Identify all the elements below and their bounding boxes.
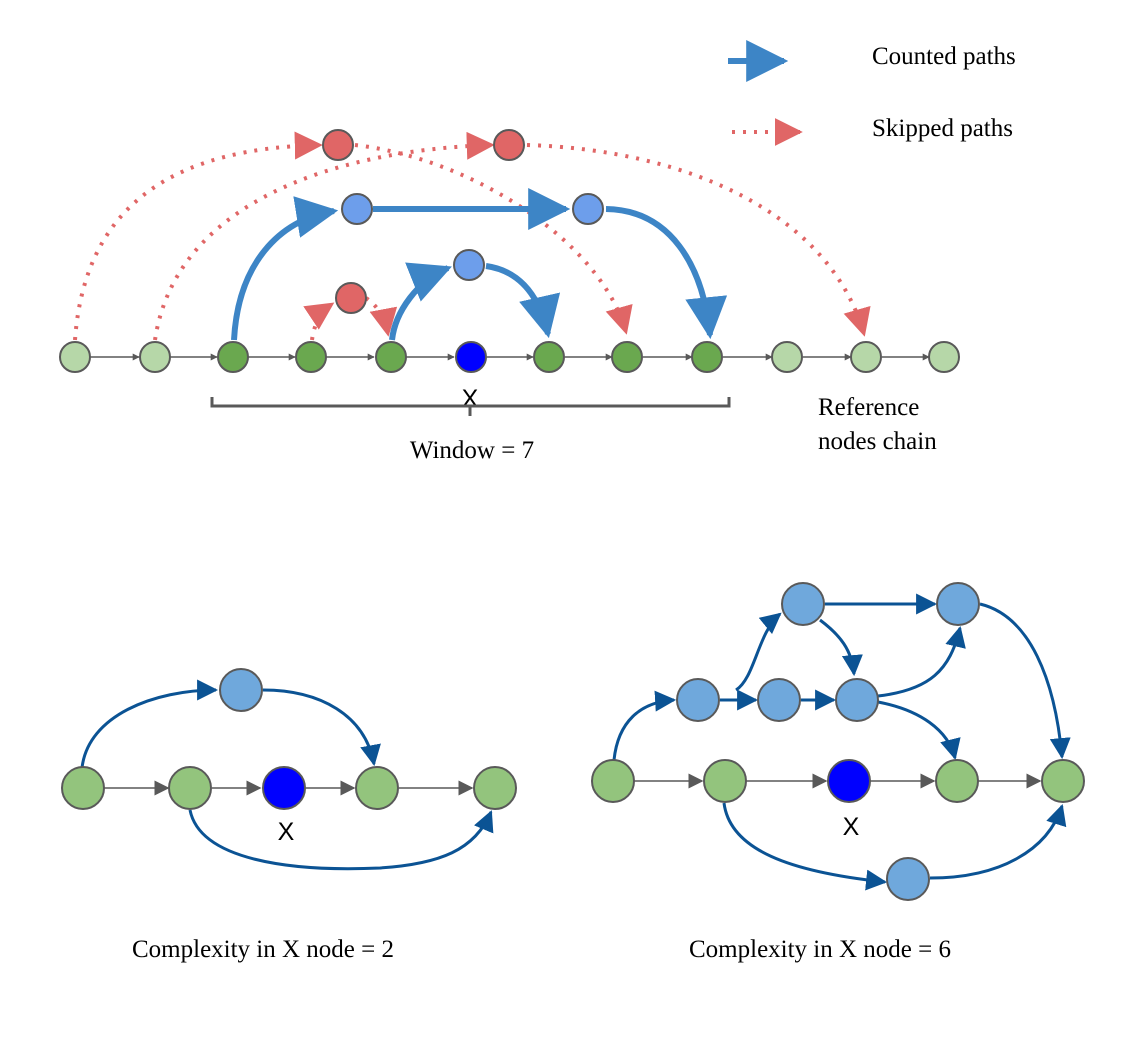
x-node-label: X [843,813,860,841]
reference-node-in-window [217,341,249,373]
reference-node [703,759,747,803]
skipped-node [322,129,354,161]
bottom-left-graph: X [61,668,517,871]
reference-node [61,766,105,810]
bottom-right-graph: X [591,582,1085,901]
skipped-node [493,129,525,161]
reference-node-in-window [611,341,643,373]
path-node [886,857,930,901]
legend: Counted paths Skipped paths [728,40,1016,146]
reference-chain-label-line1: Reference [818,394,919,421]
bottom-right-caption: Complexity in X node = 6 [689,936,951,963]
x-node [827,759,871,803]
path-edge [80,679,219,769]
path-edge [722,802,888,891]
reference-node [935,759,979,803]
top-nodes [59,129,960,373]
reference-node [850,341,882,373]
path-edge [819,618,863,677]
reference-node [771,341,803,373]
skipped-path [303,302,335,341]
counted-path [605,206,728,340]
reference-node [473,766,517,810]
window-label: Window = 7 [410,437,534,464]
reference-node [928,341,960,373]
skipped-path [526,143,871,337]
x-node-label: X [278,818,295,846]
reference-node-in-window [533,341,565,373]
reference-chain-label-line2: nodes chain [818,428,937,455]
bottom-left-caption: Complexity in X node = 2 [132,936,394,963]
legend-counted-label: Counted paths [872,43,1016,70]
counted-node [572,193,604,225]
path-node [936,582,980,626]
reference-node-in-window [375,341,407,373]
x-node [455,341,487,373]
skipped-path [73,131,323,341]
skipped-path [153,131,495,341]
path-edge [929,803,1067,880]
path-edge [735,612,782,692]
path-node [676,678,720,722]
path-node [757,678,801,722]
reference-node [59,341,91,373]
path-node [219,668,263,712]
reference-node-in-window [295,341,327,373]
counted-node [341,193,373,225]
reference-node [355,766,399,810]
path-edge [877,700,961,761]
reference-node [139,341,171,373]
reference-node [168,766,212,810]
counted-path [485,263,561,339]
top-counted-paths [231,188,728,341]
skipped-path [364,296,398,337]
reference-node [1041,759,1085,803]
top-skipped-paths [73,131,871,341]
path-edge [877,625,966,698]
reference-node [591,759,635,803]
reference-node-in-window [691,341,723,373]
path-edge [188,809,494,871]
path-edge [612,690,677,761]
window-bracket [210,397,731,416]
counted-path [389,262,452,341]
legend-skipped-label: Skipped paths [872,115,1013,142]
x-node [262,766,306,810]
skipped-path [354,143,633,335]
path-edge [262,688,381,767]
path-edge [979,602,1071,760]
counted-path [231,196,339,341]
path-node [835,678,879,722]
path-node [781,582,825,626]
skipped-node [335,282,367,314]
counted-node [453,249,485,281]
